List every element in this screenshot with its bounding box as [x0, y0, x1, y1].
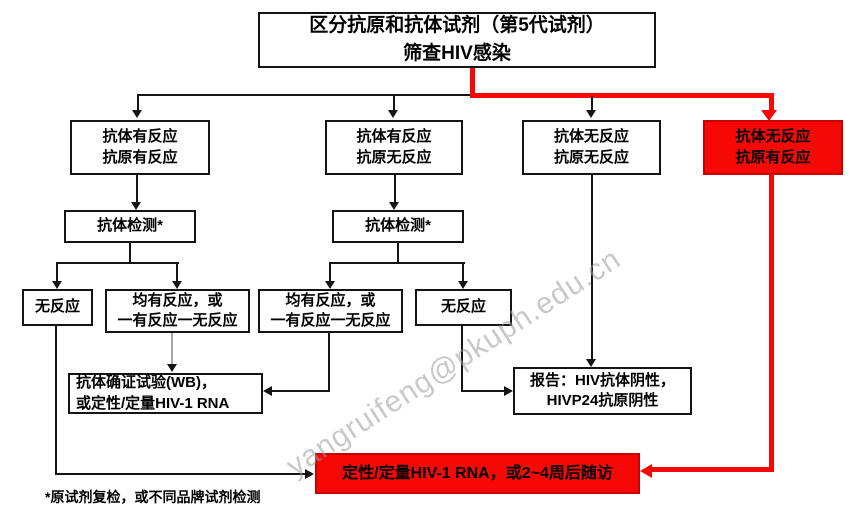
node-report-negative: 报告：HIV抗体阴性， HIVP24抗原阴性 — [513, 367, 692, 415]
node-title: 区分抗原和抗体试剂（第5代试剂） 筛查HIV感染 — [258, 12, 656, 68]
arrowhead-no-reaction-2-icon — [458, 281, 468, 289]
node-ab-neg-ag-neg-line2: 抗原无反应 — [553, 148, 629, 166]
connector-nr2-to-report — [463, 390, 504, 392]
arrowhead-abtest2-icon — [389, 202, 399, 210]
connector-abtest2-left-leg — [329, 264, 331, 281]
connector-b2-to-abtest2 — [394, 175, 396, 202]
node-wb-confirm-line2: 或定性/定量HIV-1 RNA — [76, 394, 230, 412]
connector-nr1-drop — [55, 326, 57, 475]
connector-b3-to-report — [591, 175, 593, 359]
arrowhead-redbox-left-icon — [305, 469, 314, 479]
node-title-line1: 区分抗原和抗体试剂（第5代试剂） — [309, 15, 605, 37]
connector-b1-to-abtest1 — [136, 175, 138, 202]
connector-abtest1-split-bar — [56, 262, 179, 264]
node-both-reactive-1: 均有反应，或 一有反应一无反应 — [105, 289, 250, 333]
node-ab-pos-ag-neg-line2: 抗原无反应 — [356, 148, 432, 166]
arrowhead-abtest1-icon — [131, 202, 141, 210]
arrowhead-no-reaction-1-icon — [52, 281, 62, 289]
arrowhead-wb-top-icon — [167, 364, 177, 372]
footnote-text: *原试剂复检，或不同品牌试剂检测 — [45, 489, 261, 505]
node-ab-test-2: 抗体检测* — [332, 210, 464, 243]
connector-branch-bar-red — [470, 93, 774, 98]
node-no-reaction-2: 无反应 — [415, 289, 512, 326]
arrowhead-both-reactive-2-icon — [325, 281, 335, 289]
arrowhead-wb-right-icon — [263, 386, 272, 396]
node-ab-test-1: 抗体检测* — [64, 210, 196, 243]
node-both-reactive-2: 均有反应，或 一有反应一无反应 — [258, 289, 403, 333]
connector-branch-bar-black — [137, 94, 471, 96]
connector-drop-col4-red — [769, 93, 774, 110]
node-ab-pos-ag-pos-line2: 抗原有反应 — [102, 148, 178, 166]
connector-drop-col2 — [393, 96, 395, 110]
connector-abtest1-stem — [129, 243, 131, 263]
node-both-reactive-2-line1: 均有反应，或 — [285, 291, 376, 309]
arrowhead-both-reactive-1-icon — [172, 281, 182, 289]
node-title-line2: 筛查HIV感染 — [403, 43, 511, 64]
connector-abtest2-right-leg — [462, 264, 464, 281]
arrowhead-col3-icon — [586, 110, 596, 118]
connector-abtest2-split-bar — [329, 262, 465, 264]
node-ab-neg-ag-pos-line1: 抗体无反应 — [735, 128, 811, 146]
connector-both2-to-wb — [272, 390, 330, 392]
node-ab-pos-ag-pos-line1: 抗体有反应 — [102, 128, 178, 146]
node-ab-neg-ag-pos: 抗体无反应 抗原有反应 — [703, 120, 843, 175]
connector-both1-to-wb — [171, 333, 173, 364]
node-report-negative-line1: 报告：HIV抗体阴性， — [529, 371, 675, 389]
connector-nr2-drop — [461, 326, 463, 392]
arrowhead-col1-icon — [132, 110, 142, 118]
node-both-reactive-1-line1: 均有反应，或 — [132, 291, 223, 309]
arrowhead-report-top-icon — [586, 359, 596, 367]
node-rna-followup-label: 定性/定量HIV-1 RNA，或2~4周后随访 — [342, 464, 613, 482]
connector-b4-drop-red — [769, 175, 774, 471]
arrowhead-col2-icon — [388, 110, 398, 118]
connector-abtest1-right-leg — [176, 264, 178, 281]
node-both-reactive-1-line2: 一有反应一无反应 — [117, 312, 238, 329]
node-ab-pos-ag-neg: 抗体有反应 抗原无反应 — [325, 120, 463, 175]
node-no-reaction-1: 无反应 — [22, 289, 93, 326]
node-ab-neg-ag-neg-line1: 抗体无反应 — [553, 128, 629, 146]
connector-drop-col3 — [591, 96, 593, 110]
connector-abtest2-stem — [397, 243, 399, 263]
node-both-reactive-2-line2: 一有反应一无反应 — [270, 312, 391, 329]
watermark-text: yangruifeng@pkuph.edu.cn — [280, 242, 627, 484]
node-no-reaction-1-label: 无反应 — [34, 298, 80, 316]
connector-nr1-to-redbox — [55, 473, 306, 475]
node-wb-confirm: 抗体确证试验(WB)， 或定性/定量HIV-1 RNA — [68, 373, 263, 414]
connector-abtest1-left-leg — [56, 264, 58, 281]
node-ab-pos-ag-neg-line1: 抗体有反应 — [356, 128, 432, 146]
node-no-reaction-2-label: 无反应 — [440, 298, 486, 316]
node-ab-test-2-label: 抗体检测* — [365, 217, 431, 235]
connector-both2-drop — [328, 333, 330, 392]
node-ab-test-1-label: 抗体检测* — [97, 217, 163, 235]
arrowhead-report-left-icon — [504, 386, 513, 396]
node-ab-neg-ag-pos-line2: 抗原有反应 — [735, 148, 811, 166]
connector-b4-to-redbox-red — [652, 467, 774, 472]
node-wb-confirm-line1: 抗体确证试验(WB)， — [76, 374, 216, 392]
node-rna-followup: 定性/定量HIV-1 RNA，或2~4周后随访 — [315, 453, 640, 494]
connector-drop-col1 — [137, 96, 139, 110]
arrowhead-redbox-right-red-icon — [640, 464, 652, 478]
connector-title-stub-red — [470, 68, 475, 95]
arrowhead-col4-red-icon — [761, 110, 777, 121]
node-report-negative-line2: HIVP24抗原阴性 — [546, 392, 659, 409]
node-ab-neg-ag-neg: 抗体无反应 抗原无反应 — [522, 120, 661, 175]
node-ab-pos-ag-pos: 抗体有反应 抗原有反应 — [70, 120, 210, 175]
